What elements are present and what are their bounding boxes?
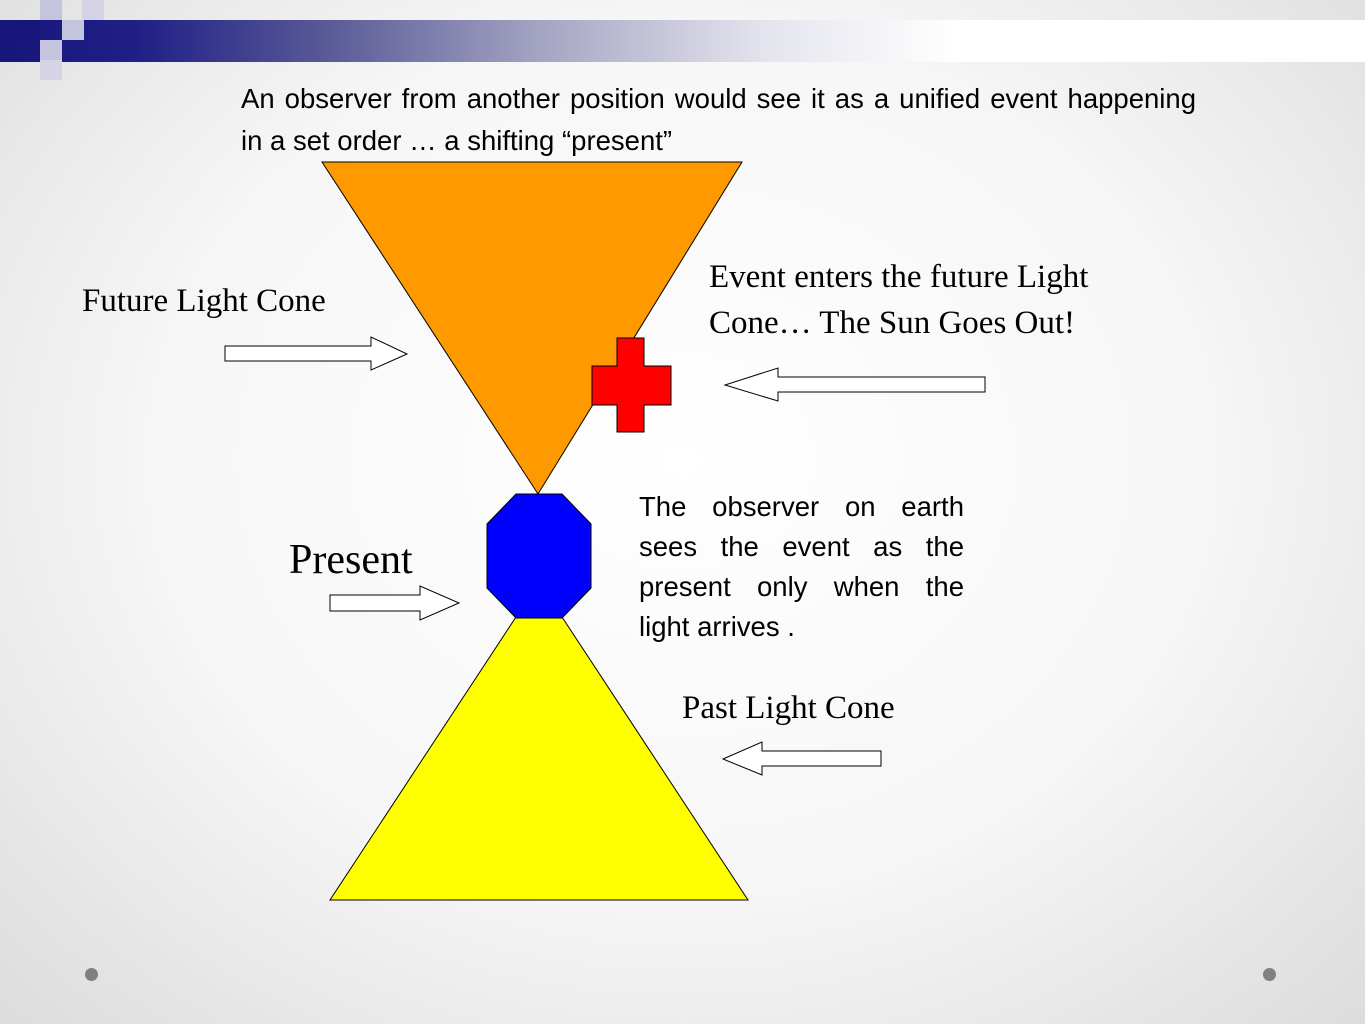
event-label: Event enters the future Light Cone… The … [709, 259, 1089, 341]
corner-square-light [82, 0, 104, 20]
future-light-cone-label: Future Light Cone [82, 283, 326, 319]
future-light-cone [321, 161, 743, 495]
earth-observer-note: The observer on earth sees the event as … [639, 491, 964, 642]
corner-square-light [40, 0, 62, 20]
red-cross-icon [591, 337, 672, 433]
top-observer-note: An observer from another position would … [241, 83, 1196, 156]
block-arrow-icon [723, 367, 986, 402]
block-arrow-icon [224, 336, 409, 371]
corner-square-light [40, 60, 62, 80]
right-dot-icon [1263, 968, 1276, 981]
past-light-cone [329, 616, 749, 901]
header-gradient-bar [0, 20, 1365, 62]
blue-octagon-icon [486, 493, 592, 619]
block-arrow-icon [329, 585, 461, 621]
corner-square-dark [18, 20, 40, 40]
block-arrow-icon [721, 741, 882, 776]
left-dot-icon [85, 968, 98, 981]
past-light-cone-label: Past Light Cone [682, 690, 895, 726]
corner-square-light [62, 20, 84, 40]
corner-square-light [40, 40, 62, 60]
present-label: Present [289, 537, 413, 583]
